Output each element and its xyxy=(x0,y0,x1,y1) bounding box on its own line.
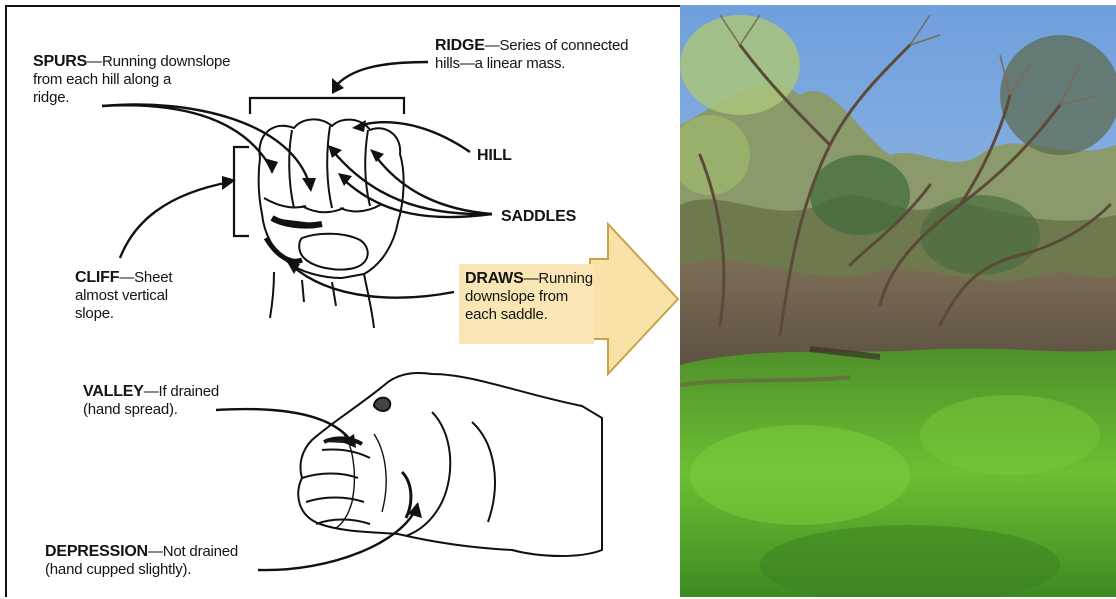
draws-label: DRAWS—Running downslope from each saddle… xyxy=(465,270,593,324)
cliff-label: CLIFF—Sheet almost vertical slope. xyxy=(75,269,172,323)
highlight-arrow xyxy=(590,224,678,374)
valley-label: VALLEY—If drained (hand spread). xyxy=(83,383,219,419)
cliff-arrow xyxy=(120,182,230,258)
landscape-scene xyxy=(680,5,1116,597)
ridge-bracket xyxy=(250,98,404,114)
draw-landscape-photo xyxy=(680,5,1116,597)
hill-label: HILL xyxy=(477,147,512,165)
ridge-label: RIDGE—Series of connected hills—a linear… xyxy=(435,37,628,73)
ridge-arrow xyxy=(334,62,428,88)
terrain-hand-diagram: SPURS—Running downslope from each hill a… xyxy=(5,5,680,597)
spurs-arrow-1 xyxy=(102,105,272,170)
spurs-label: SPURS—Running downslope from each hill a… xyxy=(33,53,230,107)
saddles-label: SADDLES xyxy=(501,208,576,226)
cliff-bracket xyxy=(234,147,249,236)
spread-hand-drawing xyxy=(298,373,602,556)
depression-label: DEPRESSION—Not drained (hand cupped slig… xyxy=(45,543,238,579)
